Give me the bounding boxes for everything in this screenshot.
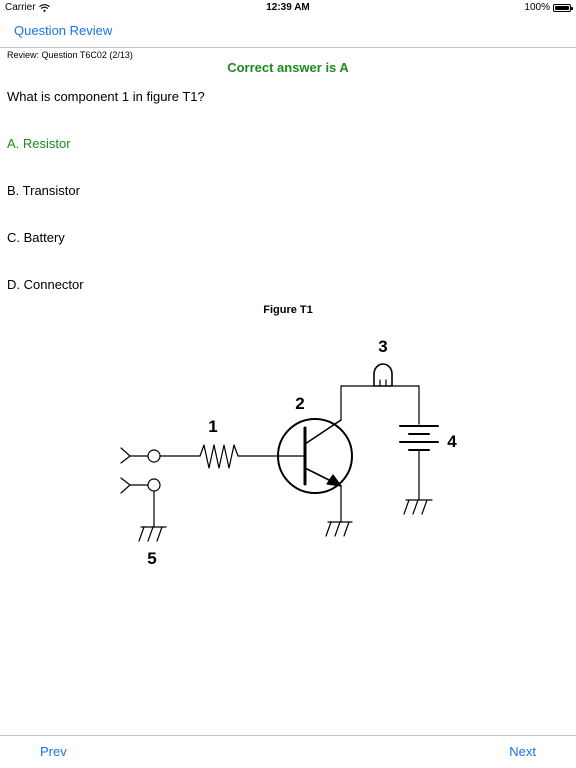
option-c[interactable]: C. Battery [7,230,65,245]
ground-symbol-transistor [325,521,353,537]
connector-symbol [120,447,161,494]
prev-button[interactable]: Prev [40,744,67,759]
next-button[interactable]: Next [509,744,536,759]
correct-answer-label: Correct answer is A [227,60,349,75]
question-review-back-button[interactable]: Question Review [14,23,113,38]
nav-bar: Question Review [0,16,576,48]
carrier-label: Carrier [5,2,36,13]
status-right: 100% [524,0,573,16]
status-time: 12:39 AM [266,2,310,13]
status-left: Carrier [5,0,50,16]
bottom-toolbar: Prev Next [0,735,576,768]
resistor-symbol [199,444,239,469]
figure-label-3: 3 [378,337,387,356]
battery-icon [553,4,573,12]
ground-symbol-connector [138,526,167,542]
figure-label-1: 1 [208,417,217,436]
figure-label-2: 2 [295,394,304,413]
option-b[interactable]: B. Transistor [7,183,80,198]
lamp-symbol [373,363,393,387]
figure-label-4: 4 [447,432,457,451]
review-question-id: Review: Question T6C02 (2/13) [7,50,133,60]
option-a[interactable]: A. Resistor [7,136,71,151]
option-d[interactable]: D. Connector [7,277,84,292]
status-bar: Carrier 12:39 AM 100% [0,0,576,16]
transistor-symbol [277,418,353,494]
circuit-diagram: 1 2 3 4 5 [120,337,457,568]
battery-symbol [399,425,439,451]
question-text: What is component 1 in figure T1? [7,89,205,104]
figure-title: Figure T1 [263,304,313,316]
battery-percent: 100% [524,2,550,13]
wifi-icon [38,4,50,12]
ground-symbol-battery [403,499,433,515]
figure-label-5: 5 [147,549,156,568]
